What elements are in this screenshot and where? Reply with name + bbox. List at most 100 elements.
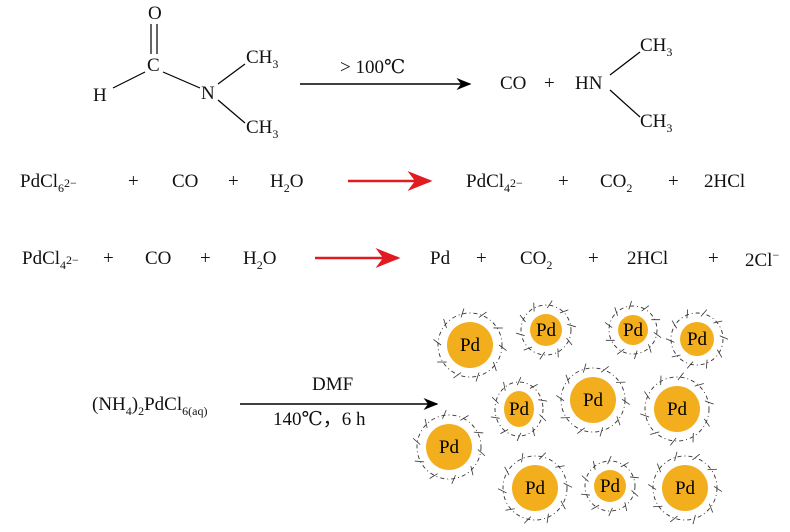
ligand-bond bbox=[604, 322, 613, 328]
dmf-ligand-shell bbox=[437, 312, 503, 378]
ligand-bond bbox=[567, 324, 576, 328]
ligand-bond bbox=[616, 348, 625, 355]
ligand-bond bbox=[621, 398, 630, 405]
condition-temperature: > 100℃ bbox=[340, 57, 406, 78]
ligand-bond bbox=[608, 507, 613, 517]
ligand-bond bbox=[470, 465, 474, 476]
pd-particle-core bbox=[504, 391, 534, 427]
pd-particle: Pd bbox=[433, 308, 507, 382]
ligand-bond bbox=[460, 415, 469, 421]
dmf-nitrogen: N bbox=[201, 83, 215, 104]
pd-particle-core bbox=[680, 322, 714, 356]
dmf-methyl-2: CH3 bbox=[246, 117, 279, 141]
ligand-bond bbox=[713, 486, 723, 492]
ligand-bond bbox=[523, 346, 533, 351]
ligand-bond bbox=[453, 372, 462, 379]
ligand-bond bbox=[620, 462, 629, 468]
pd-particle: Pd bbox=[516, 300, 576, 360]
ligand-bond bbox=[516, 432, 522, 442]
ligand-bond bbox=[504, 466, 510, 476]
ligand-bond bbox=[694, 383, 704, 387]
ligand-bond bbox=[581, 475, 589, 482]
pd-particle-core bbox=[594, 470, 626, 502]
ligand-bond bbox=[475, 372, 480, 382]
plus: + bbox=[668, 171, 679, 192]
ligand-bond bbox=[674, 451, 678, 462]
ligand-bond bbox=[653, 332, 662, 338]
ligand-bond bbox=[686, 309, 689, 319]
plus: + bbox=[103, 248, 114, 269]
ligand-bond bbox=[546, 300, 553, 309]
plus: + bbox=[558, 171, 569, 192]
ligand-bond bbox=[644, 391, 651, 400]
pd-particle-label: Pd bbox=[460, 335, 481, 356]
pd-particle-core bbox=[426, 424, 472, 470]
dmf-oxygen: O bbox=[148, 3, 162, 24]
product-hcl: 2HCl bbox=[627, 248, 669, 269]
product-co2: CO2 bbox=[600, 171, 633, 195]
ligand-bond bbox=[563, 482, 573, 488]
ligand-bond bbox=[577, 427, 586, 434]
amine-hn: HN bbox=[575, 73, 603, 94]
ligand-bond bbox=[607, 455, 612, 465]
dmf-bonds bbox=[112, 24, 641, 124]
dmf-ligand-shell bbox=[608, 305, 658, 355]
ligand-bond bbox=[581, 493, 590, 496]
ligand-bond bbox=[671, 320, 678, 329]
ligand-bond bbox=[656, 463, 662, 473]
pd-particle: Pd bbox=[665, 309, 729, 369]
product-co2: CO2 bbox=[520, 248, 553, 272]
ligand-bond bbox=[630, 476, 639, 479]
ligand-bond bbox=[442, 409, 447, 419]
dmf-ligand-shell bbox=[584, 460, 636, 512]
ligand-bond bbox=[599, 427, 604, 437]
ligand-bond bbox=[523, 516, 532, 524]
pd-particle-core bbox=[570, 377, 616, 423]
pd-particle: Pd bbox=[581, 455, 639, 517]
ligand-bond bbox=[703, 418, 710, 427]
ligand-bond bbox=[491, 396, 499, 404]
plus: + bbox=[544, 73, 555, 94]
ligand-bond bbox=[647, 484, 657, 490]
pd-particle: Pd bbox=[640, 372, 714, 446]
ligand-bond bbox=[521, 452, 524, 463]
ligand-bond bbox=[677, 372, 684, 381]
ligand-bond bbox=[669, 515, 678, 523]
ligand-bond bbox=[600, 366, 609, 373]
ligand-bond bbox=[713, 320, 723, 324]
ligand-bond bbox=[519, 314, 526, 323]
ligand-bond bbox=[628, 300, 632, 310]
ligand-bond bbox=[559, 309, 569, 314]
pd-particle-core bbox=[654, 386, 700, 432]
ligand-bond bbox=[460, 308, 465, 318]
reactant-co: CO bbox=[145, 248, 172, 269]
amine-methyl-1: CH3 bbox=[640, 35, 673, 59]
ligand-bond bbox=[424, 418, 428, 429]
ligand-bond bbox=[582, 363, 587, 373]
dmf-ligand-shell bbox=[416, 414, 482, 480]
pd-particle: Pd bbox=[497, 452, 573, 524]
ligand-bond bbox=[538, 452, 547, 460]
ligand-bond bbox=[641, 305, 650, 312]
amine-methyl-2: CH3 bbox=[640, 111, 673, 135]
pd-particle-label: Pd bbox=[623, 320, 644, 341]
ligand-bond bbox=[692, 453, 701, 461]
ligand-bond bbox=[503, 381, 506, 391]
ligand-bond bbox=[433, 339, 442, 346]
ligand-bond bbox=[493, 361, 497, 372]
reaction-conditions: 140℃，6 h bbox=[273, 409, 366, 430]
ligand-bond bbox=[539, 414, 547, 422]
ligand-bond bbox=[665, 338, 675, 343]
ligand-bond bbox=[556, 395, 565, 402]
pd-particle-core bbox=[618, 315, 648, 345]
pd-particle: Pd bbox=[490, 376, 548, 442]
ligand-bond bbox=[414, 460, 425, 463]
precursor-ammonium-hexachloropalladate: (NH4)2PdCl6(aq) bbox=[92, 394, 208, 418]
ligand-bond bbox=[708, 503, 714, 513]
ligand-bond bbox=[546, 513, 549, 524]
ligand-bond bbox=[631, 490, 639, 497]
pd-particle-label: Pd bbox=[583, 390, 604, 411]
pd-particle-label: Pd bbox=[536, 320, 557, 341]
